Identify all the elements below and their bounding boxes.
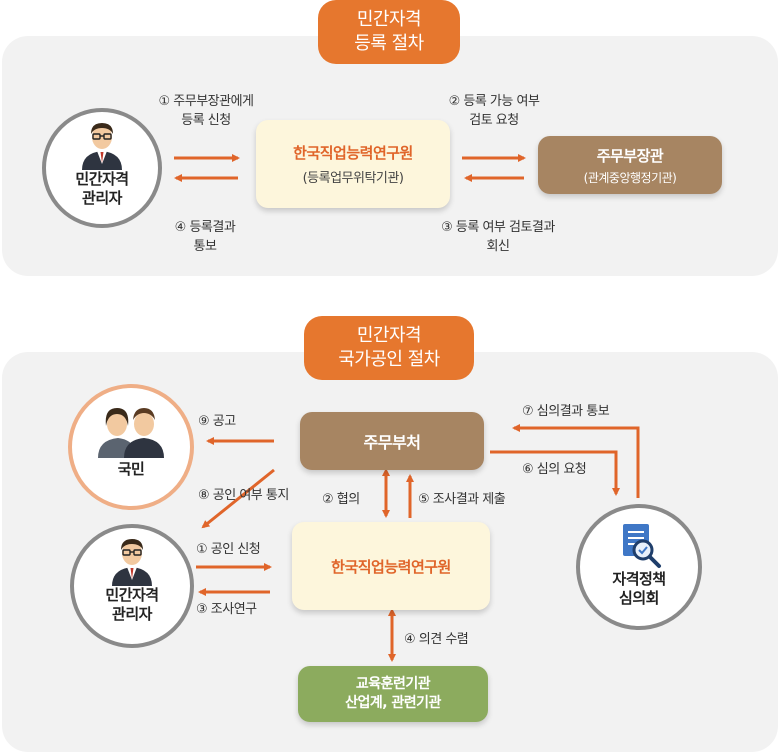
edu-industry-line1: 교육훈련기관 [355,676,431,692]
document-magnifier-icon [623,524,661,568]
edu-industry-line2: 산업계, 관련기관 [345,695,441,711]
registration-title: 민간자격 등록 절차 [318,0,460,64]
registration-step-4-line2: 통보 [193,239,217,254]
registration-manager-line2: 관리자 [82,189,122,207]
people-icon [98,408,164,458]
ministry-box: 주무부처 [300,412,484,470]
arrow-acc-7 [512,424,640,498]
businessman-icon [112,539,152,586]
registration-step-2-line2: 검토 요청 [469,113,519,128]
registration-step-1: ① 주무부장관에게 등록 신청 [136,92,276,130]
accreditation-step-2: ② 협의 [322,492,360,507]
registration-step-3-line1: ③ 등록 여부 검토결과 [441,220,555,235]
registration-step-3-line2: 회신 [486,239,510,254]
arrow-acc-8 [201,468,275,529]
ministry-label: 주무부처 [363,433,421,452]
registration-step-3: ③ 등록 여부 검토결과 회신 [418,218,578,256]
accreditation-manager-line1: 민간자격 [105,586,159,604]
accreditation-step-4: ④ 의견 수렴 [404,632,469,647]
registration-manager-label: 민간자격 관리자 [75,170,129,208]
accreditation-manager-circle: 민간자격 관리자 [70,524,194,648]
registration-manager-line1: 민간자격 [75,170,129,188]
registration-step-1-line1: ① 주무부장관에게 [158,94,254,109]
accreditation-manager-label: 민간자격 관리자 [105,586,159,624]
council-line1: 자격정책 [612,570,666,588]
accreditation-krivet-box: 한국직업능력연구원 [292,522,490,610]
accreditation-step-9: ⑨ 공고 [198,414,236,429]
registration-step-2: ② 등록 가능 여부 검토 요청 [424,92,564,130]
public-label: 국민 [117,460,145,478]
council-label: 자격정책 심의회 [612,570,666,608]
businessman-icon [82,123,122,170]
accreditation-manager-line2: 관리자 [112,605,152,623]
accreditation-title-line1: 민간자격 [356,325,422,346]
registration-manager-circle: 민간자격 관리자 [42,108,162,228]
registration-minister-name: 주무부장관 [596,146,664,165]
registration-title-line2: 등록 절차 [354,33,424,54]
council-line2: 심의회 [619,589,659,607]
registration-krivet-name: 한국직업능력연구원 [293,144,413,162]
accreditation-title-line2: 국가공인 절차 [338,349,440,370]
registration-minister-box: 주무부장관 (관계중앙행정기관) [538,136,722,194]
accreditation-step-7: ⑦ 심의결과 통보 [522,404,610,419]
registration-step-4-line1: ④ 등록결과 [174,220,236,235]
council-circle: 자격정책 심의회 [576,504,702,630]
registration-krivet-box: 한국직업능력연구원 (등록업무위탁기관) [256,120,450,208]
accreditation-krivet-name: 한국직업능력연구원 [331,557,451,576]
registration-step-4: ④ 등록결과 통보 [150,218,260,256]
registration-step-2-line1: ② 등록 가능 여부 [448,94,540,109]
edu-industry-box: 교육훈련기관 산업계, 관련기관 [298,666,488,722]
registration-title-line1: 민간자격 [356,9,422,30]
accreditation-step-8: ⑧ 공인 여부 통지 [198,488,289,503]
arrow-acc-6 [490,450,620,496]
accreditation-title: 민간자격 국가공인 절차 [304,316,474,380]
accreditation-step-3: ③ 조사연구 [196,602,257,617]
public-circle: 국민 [68,384,194,510]
registration-step-1-line2: 등록 신청 [181,113,231,128]
registration-minister-sub: (관계중앙행정기관) [583,170,677,185]
accreditation-step-5: ⑤ 조사결과 제출 [418,492,506,507]
registration-krivet-sub: (등록업무위탁기관) [302,171,404,186]
accreditation-step-6: ⑥ 심의 요청 [522,462,587,477]
accreditation-step-1: ① 공인 신청 [196,542,261,557]
